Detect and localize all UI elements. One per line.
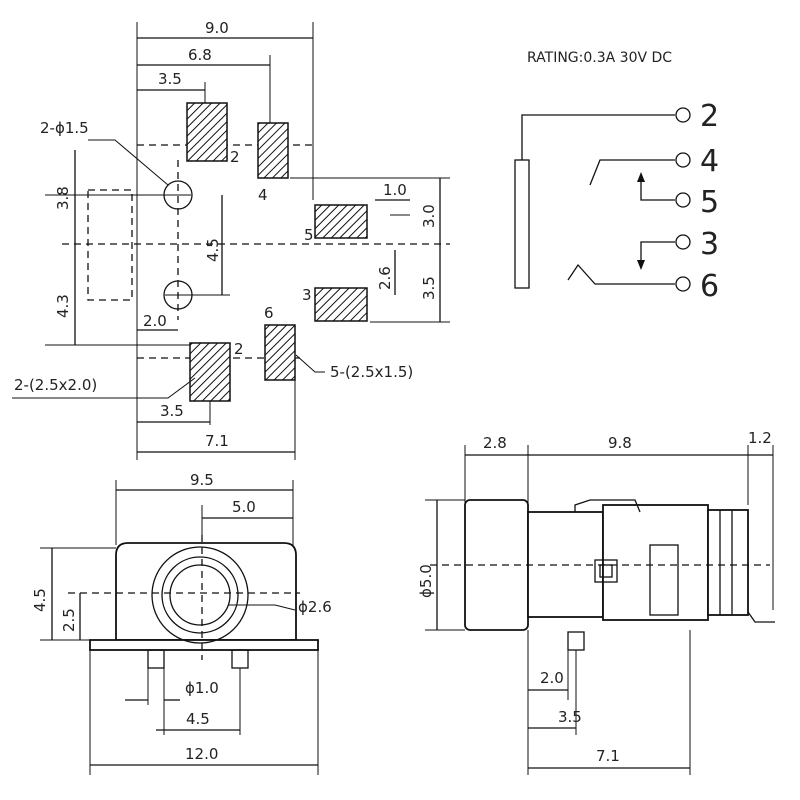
pad-5 (314, 204, 368, 239)
dim-2-0-side: 2.0 (540, 669, 564, 687)
dim-3-5-top: 3.5 (158, 70, 182, 88)
pad-label-3: 3 (302, 286, 312, 304)
footprint-view: 9.0 6.8 3.5 2-ϕ1.5 3.8 4.3 4.5 2.0 (12, 19, 450, 460)
side-pin (567, 631, 585, 651)
pad-label-4: 4 (258, 186, 268, 204)
pin-6: 6 (700, 269, 719, 304)
dim-hole: 2-ϕ1.5 (40, 119, 89, 137)
dim-phi-2-6: ϕ2.6 (298, 598, 332, 616)
dim-1-0: 1.0 (383, 181, 407, 199)
dim-7-1-side: 7.1 (596, 747, 620, 765)
pad-label-6: 6 (264, 304, 274, 322)
dim-pad-a: 2-(2.5x2.0) (14, 376, 97, 394)
pin-4: 4 (700, 144, 719, 179)
front-pin-left (147, 649, 165, 669)
dim-9-0: 9.0 (205, 19, 229, 37)
dim-2-8: 2.8 (483, 434, 507, 452)
dim-7-1: 7.1 (205, 432, 229, 450)
dim-5-0-front: 5.0 (232, 498, 256, 516)
pin-5: 5 (700, 185, 719, 220)
pin-3: 3 (700, 227, 719, 262)
dim-3-0: 3.0 (420, 204, 438, 228)
dim-phi-5-0: ϕ5.0 (417, 564, 435, 598)
dim-2-5: 2.5 (60, 608, 78, 632)
front-view: 9.5 5.0 4.5 2.5 ϕ2.6 ϕ1.0 4.5 12.0 (31, 471, 332, 775)
side-view: 2.8 9.8 1.2 ϕ5.0 2.0 3.5 7.1 (417, 429, 775, 775)
dim-3-5-side: 3.5 (558, 708, 582, 726)
pad-4 (257, 122, 289, 179)
dim-4-5-front: 4.5 (31, 588, 49, 612)
rating-label: RATING:0.3A 30V DC (527, 50, 672, 66)
pad-2-top (186, 102, 228, 162)
pad-3 (314, 287, 368, 322)
dim-4-5: 4.5 (204, 238, 222, 262)
pad-6 (264, 324, 296, 381)
dim-4-3: 4.3 (54, 294, 72, 318)
dim-pad-b: 5-(2.5x1.5) (330, 363, 413, 381)
dim-1-2: 1.2 (748, 429, 772, 447)
dim-6-8: 6.8 (188, 46, 212, 64)
dim-3-8: 3.8 (54, 186, 72, 210)
dim-2-6: 2.6 (376, 266, 394, 290)
front-pin-right (231, 649, 249, 669)
dim-phi-1-0: ϕ1.0 (185, 679, 219, 697)
dim-3-5-bottom: 3.5 (160, 402, 184, 420)
side-latch (594, 559, 618, 583)
schematic: 2 4 5 3 6 (514, 99, 719, 304)
dim-4-5-pins: 4.5 (186, 710, 210, 728)
dim-3-5-right: 3.5 (420, 276, 438, 300)
dim-9-8: 9.8 (608, 434, 632, 452)
pad-2-bottom (189, 342, 231, 402)
pad-label-2-top: 2 (230, 148, 240, 166)
pad-label-2-bottom: 2 (234, 340, 244, 358)
dim-9-5: 9.5 (190, 471, 214, 489)
dim-2-0: 2.0 (143, 312, 167, 330)
pin-2: 2 (700, 99, 719, 134)
dim-12-0: 12.0 (185, 745, 218, 763)
pad-label-5: 5 (304, 226, 314, 244)
